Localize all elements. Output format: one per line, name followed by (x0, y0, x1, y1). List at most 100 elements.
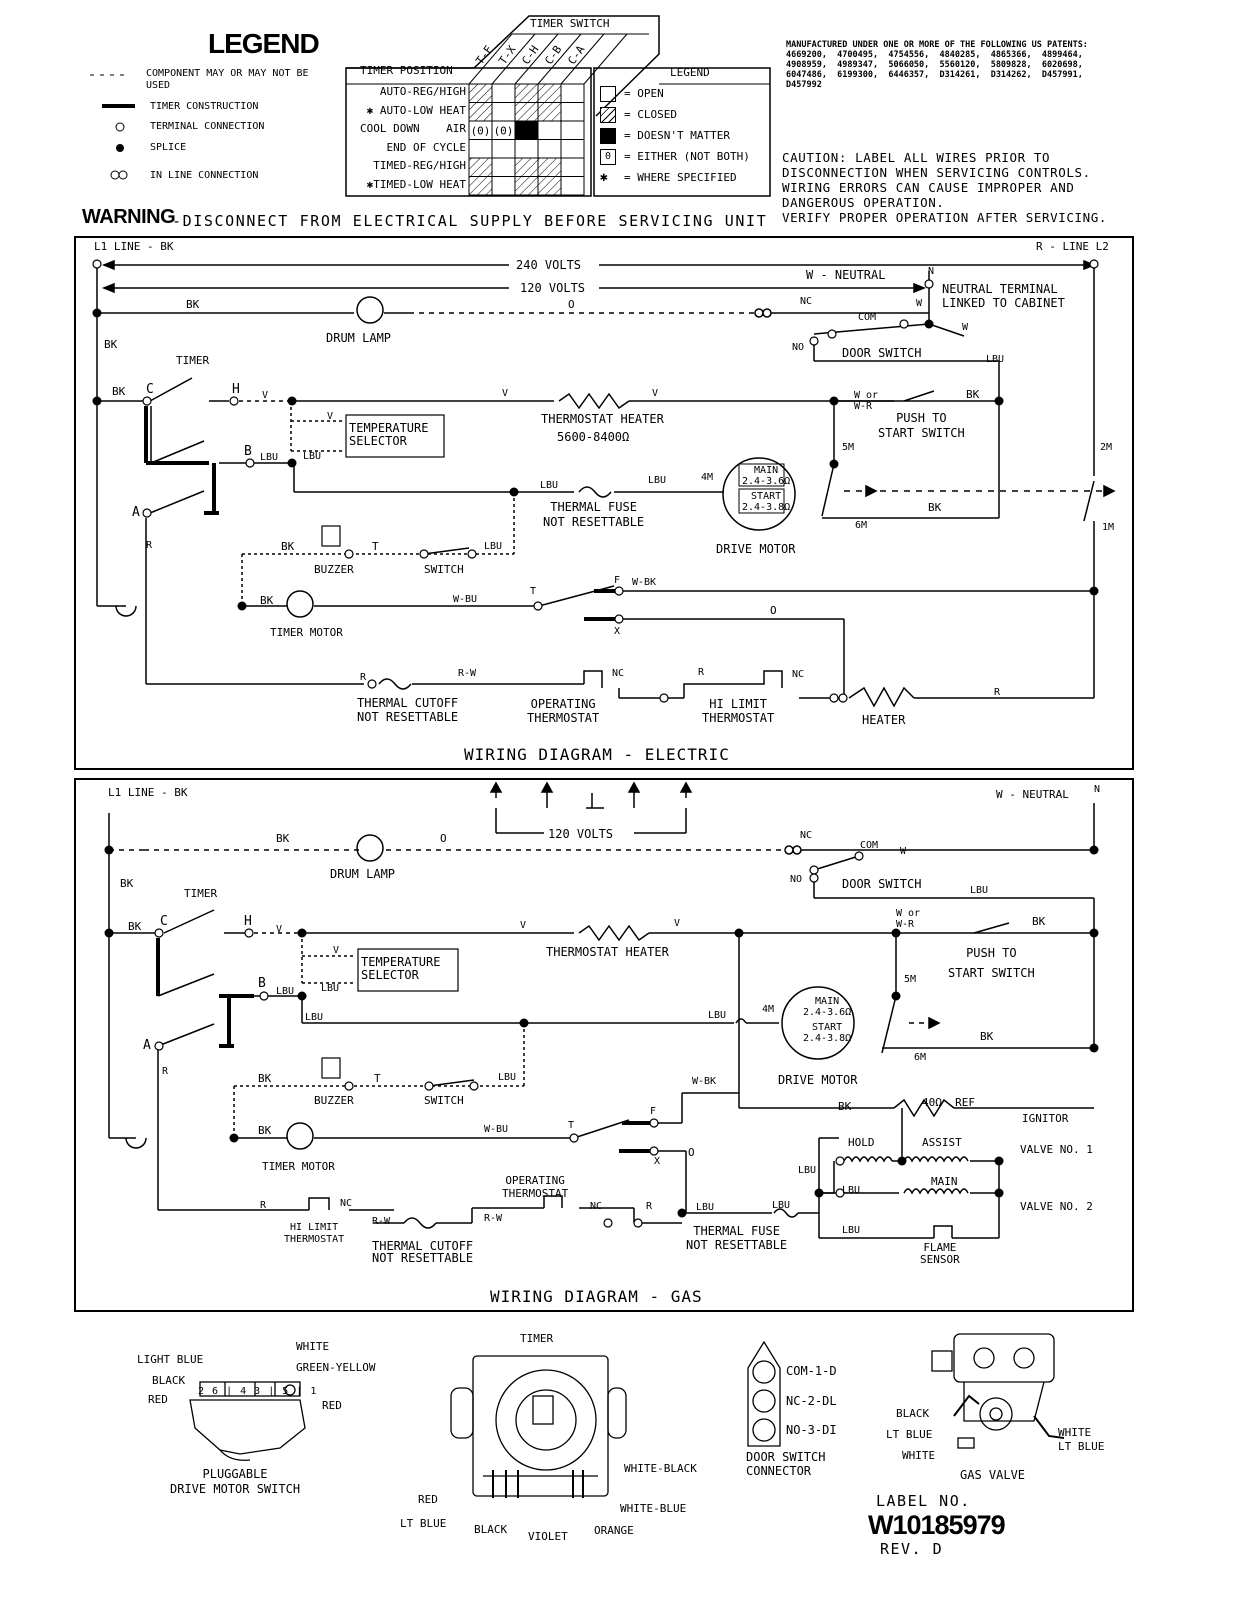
timer-legend-text: = CLOSED (624, 108, 677, 121)
timer-label-violet: VIOLET (528, 1530, 568, 1543)
gv-label-lt-blue-left: LT BLUE (886, 1428, 933, 1441)
splice-dot (229, 1133, 239, 1143)
wire-tag: H (244, 914, 253, 929)
gas-motor-main: MAIN 2.4-3.6Ω (803, 996, 852, 1018)
label-rev: REV. D (880, 1540, 944, 1558)
gas-timer-label: TIMER (184, 887, 218, 900)
wire-tag: BK (128, 920, 142, 933)
filled-dot-icon (116, 144, 124, 152)
timer-chart-cell (560, 120, 585, 140)
splice-dot (1089, 1043, 1099, 1053)
wire-tag: V (674, 918, 681, 929)
elec-operating-thermostat: OPERATING THERMOSTAT (527, 697, 600, 725)
wire-tag: BK (928, 501, 942, 514)
wire-tag: LBU (986, 354, 1005, 365)
timer-chart-cell (491, 157, 516, 177)
timer-legend-text: = DOESN'T MATTER (624, 129, 730, 142)
timer-drawing (450, 1355, 627, 1498)
timer-chart-row-label: ✱TIMED-LOW HEAT (366, 177, 466, 191)
timer-position-header: TIMER POSITION (360, 64, 453, 77)
wire-tag: NC (612, 668, 625, 679)
timer-label-white-blue: WHITE-BLUE (620, 1502, 687, 1515)
wire-tag: 6M (855, 520, 868, 531)
wire-tag: B (244, 444, 253, 459)
timer-chart-cell (468, 102, 493, 122)
timer-chart-cell (560, 157, 585, 177)
dms-label-black: BLACK (152, 1374, 186, 1387)
wire-tag: BK (112, 385, 126, 398)
splice-dot (994, 1156, 1004, 1166)
dms-label-green-yellow: GREEN-YELLOW (296, 1361, 376, 1374)
wire-tag: BK (838, 1100, 852, 1113)
legend-item-timer-construction: TIMER CONSTRUCTION (150, 101, 259, 112)
splice-dot (829, 459, 839, 469)
gas-valve-2: VALVE NO. 2 (1020, 1200, 1093, 1213)
legend-item-inline: IN LINE CONNECTION (150, 170, 259, 181)
wire-tag: T (372, 540, 379, 553)
electric-wiring-svg (96, 259, 1116, 708)
wire-tag: W (900, 846, 907, 857)
wire-tag: R (146, 540, 153, 551)
wire-tag: W or W-R (896, 908, 921, 930)
wire-tag: O (770, 604, 777, 617)
wire-tag: 4M (762, 1004, 775, 1015)
timer-chart-cell (560, 83, 585, 103)
elec-240-volts: 240 VOLTS (516, 258, 582, 272)
gv-label-black: BLACK (896, 1407, 930, 1420)
wire-tag: A (143, 1038, 152, 1053)
splice-dot (287, 458, 297, 468)
wire-tag: W-BK (692, 1076, 717, 1087)
caution-line-5: VERIFY PROPER OPERATION AFTER SERVICING. (782, 210, 1108, 225)
wire-tag: BK (104, 338, 118, 351)
wire-tag: LBU (842, 1225, 861, 1236)
gas-hi-limit: HI LIMIT THERMOSTAT (284, 1222, 345, 1245)
dms-title: PLUGGABLE DRIVE MOTOR SWITCH (170, 1467, 301, 1496)
wire-tag: F (650, 1106, 657, 1117)
wire-tag: NC (590, 1201, 603, 1212)
gas-valve-drawing (931, 1333, 1064, 1449)
warning-label: WARNING (82, 206, 176, 228)
splice-dot (104, 928, 114, 938)
splice-dot (897, 1156, 907, 1166)
wire-tag: NC (792, 669, 805, 680)
wire-tag: R (994, 687, 1001, 698)
wire-tag: T (374, 1072, 381, 1085)
elec-120-volts: 120 VOLTS (520, 281, 586, 295)
wire-tag: BK (966, 388, 980, 401)
wire-tag: X (654, 1156, 661, 1167)
wire-tag: O (440, 832, 447, 845)
timer-legend-text: = OPEN (624, 87, 664, 100)
gas-temp-selector: TEMPERATURE SELECTOR (361, 955, 441, 982)
drive-motor-switch-drawing (189, 1381, 306, 1461)
gas-wiring-svg (108, 781, 1095, 1239)
gas-thermostat-heater: THERMOSTAT HEATER (546, 945, 669, 959)
timer-chart-row-label: COOL DOWN AIR (360, 122, 466, 135)
gas-valve-1: VALVE NO. 1 (1020, 1143, 1093, 1156)
wire-tag: 2M (1100, 442, 1113, 453)
elec-motor-main: MAIN 2.4-3.6Ω (742, 465, 791, 487)
patents-heading: MANUFACTURED UNDER ONE OR MORE OF THE FO… (786, 40, 1088, 50)
wire-tag: NO (792, 342, 805, 353)
wire-tag: LBU (708, 1010, 727, 1021)
dms-label-red-left: RED (148, 1393, 168, 1406)
dms-label-red-right: RED (322, 1399, 342, 1412)
wire-tag: LBU (305, 1012, 324, 1023)
label-number: W10185979 (868, 1510, 1006, 1540)
gas-thermal-cutoff: THERMAL CUTOFF NOT RESETTABLE (372, 1239, 474, 1265)
splice-dot (924, 319, 934, 329)
timer-chart-cell (537, 176, 562, 196)
warning-text: -DISCONNECT FROM ELECTRICAL SUPPLY BEFOR… (172, 212, 768, 230)
wire-tag: R-W (372, 1216, 391, 1227)
timer-chart-cell (491, 83, 516, 103)
timer-chart-cell (537, 102, 562, 122)
legend-symbols (90, 74, 135, 180)
gas-hold: HOLD (848, 1136, 875, 1149)
patents-line-1: 4669200, 4700495, 4754556, 4840285, 4865… (786, 50, 1083, 60)
wire-tag: 1M (1102, 522, 1115, 533)
timer-legend-swatch (600, 128, 616, 144)
gas-ignitor: IGNITOR (1022, 1112, 1069, 1125)
splice-dot (237, 601, 247, 611)
timer-chart-row-label: END OF CYCLE (386, 140, 466, 154)
wire-tag: V (276, 924, 283, 935)
splice-dot (92, 308, 102, 318)
